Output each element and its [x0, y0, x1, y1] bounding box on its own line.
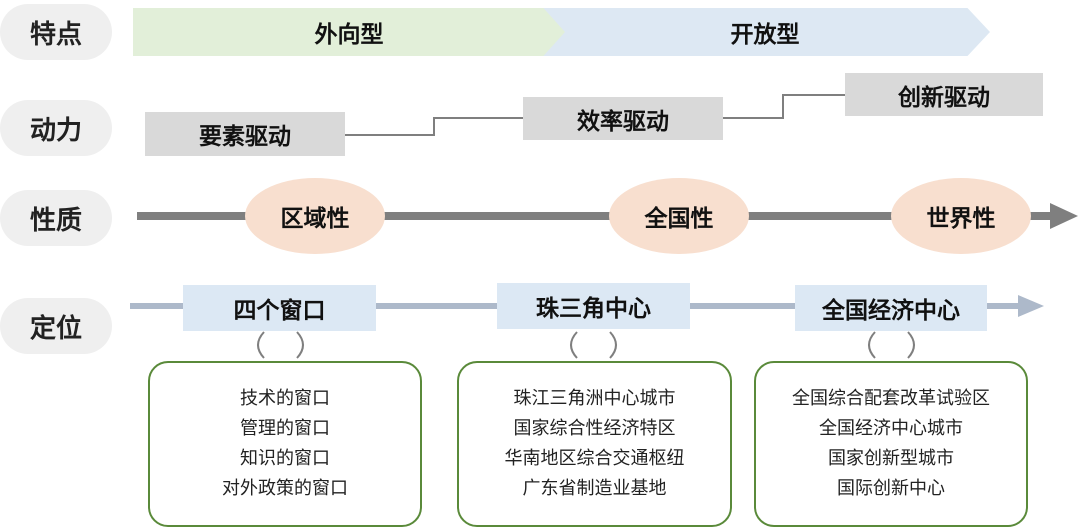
feature-chevron-outward: 外向型 — [133, 8, 565, 56]
nature-arrowhead — [1050, 203, 1078, 229]
bracket-right-1 — [296, 331, 304, 359]
card-item: 广东省制造业基地 — [522, 478, 667, 499]
position-title-four-windows: 四个窗口 — [183, 285, 376, 331]
row-label-driver: 动力 — [0, 100, 112, 156]
card-item: 华南地区综合交通枢纽 — [504, 448, 685, 469]
position-card-prd-center: 珠江三角洲中心城市 国家综合性经济特区 华南地区综合交通枢纽 广东省制造业基地 — [457, 361, 732, 527]
position-card-national-econ-center: 全国综合配套改革试验区 全国经济中心城市 国家创新型城市 国际创新中心 — [754, 361, 1028, 527]
card-item: 珠江三角洲中心城市 — [513, 388, 676, 409]
bracket-right-3 — [907, 331, 915, 359]
nature-ellipse-national: 全国性 — [609, 178, 749, 254]
bracket-left-2 — [570, 331, 578, 359]
nature-ellipse-regional: 区域性 — [245, 178, 385, 254]
bracket-left-1 — [257, 331, 265, 359]
card-item: 国家创新型城市 — [828, 448, 954, 469]
position-card-four-windows: 技术的窗口 管理的窗口 知识的窗口 对外政策的窗口 — [148, 361, 422, 527]
position-title-national-econ-center: 全国经济中心 — [795, 285, 987, 331]
position-arrowhead — [1018, 295, 1044, 317]
card-item: 知识的窗口 — [240, 448, 330, 469]
driver-box-efficiency: 效率驱动 — [523, 97, 723, 140]
row-label-nature: 性质 — [0, 190, 112, 246]
position-title-prd-center: 珠三角中心 — [497, 283, 690, 329]
card-item: 对外政策的窗口 — [222, 478, 348, 499]
driver-step-line-2 — [723, 94, 845, 119]
row-label-feature: 特点 — [0, 4, 112, 60]
card-item: 全国综合配套改革试验区 — [792, 388, 990, 409]
driver-step-line-1 — [345, 117, 523, 136]
row-label-positioning: 定位 — [0, 298, 112, 354]
feature-chevron-open: 开放型 — [540, 8, 990, 56]
card-item: 全国经济中心城市 — [819, 418, 963, 439]
card-item: 管理的窗口 — [240, 418, 330, 439]
card-item: 国际创新中心 — [837, 478, 945, 499]
nature-ellipse-global: 世界性 — [891, 178, 1031, 254]
feature-label-open: 开放型 — [730, 22, 800, 48]
driver-box-innovation: 创新驱动 — [845, 73, 1043, 116]
card-item: 国家综合性经济特区 — [513, 418, 676, 439]
bracket-left-3 — [868, 331, 876, 359]
bracket-right-2 — [609, 331, 617, 359]
card-item: 技术的窗口 — [240, 388, 330, 409]
feature-label-outward: 外向型 — [314, 22, 384, 48]
driver-box-factor: 要素驱动 — [145, 112, 345, 156]
